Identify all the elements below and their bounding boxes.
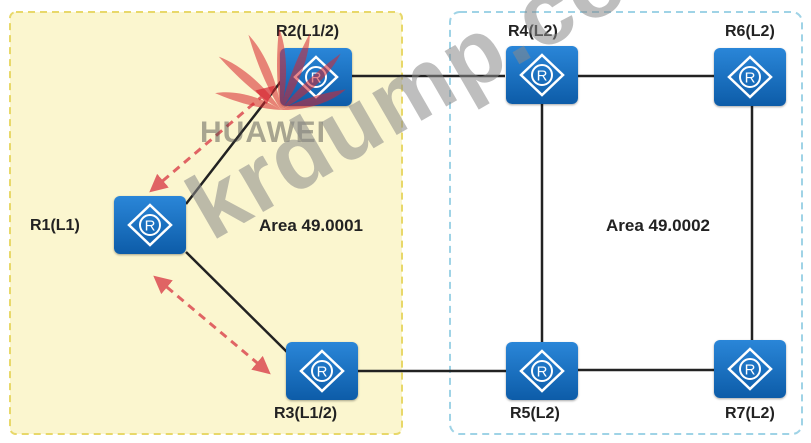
router-r2: R	[280, 48, 352, 106]
router-label-r3: R3(L1/2)	[274, 405, 338, 422]
area-label-49-0002: Area 49.0002	[606, 216, 710, 235]
adjacency-arrow-r1-r3	[153, 275, 271, 375]
router-icon: R	[127, 203, 173, 247]
router-icon: R	[519, 349, 565, 393]
router-icon: R	[299, 349, 345, 393]
area-49-0001-region	[9, 11, 403, 435]
area-label-49-0001: Area 49.0001	[259, 216, 363, 235]
router-icon-letter: R	[745, 70, 756, 87]
router-r3: R	[286, 342, 358, 400]
area-49-0002-region	[449, 11, 803, 435]
router-icon: R	[519, 53, 565, 97]
router-r4: R	[506, 46, 578, 104]
router-icon: R	[727, 55, 773, 99]
router-icon-letter: R	[745, 362, 756, 379]
router-label-r2: R2(L1/2)	[276, 23, 340, 40]
router-icon-letter: R	[537, 364, 548, 381]
router-r7: R	[714, 340, 786, 398]
router-r1: R	[114, 196, 186, 254]
router-icon-letter: R	[317, 364, 328, 381]
router-label-r1: R1(L1)	[30, 217, 80, 234]
router-icon-letter: R	[311, 70, 322, 87]
router-icon-letter: R	[145, 218, 156, 235]
router-label-r6: R6(L2)	[725, 23, 775, 40]
router-icon: R	[293, 55, 339, 99]
router-icon: R	[727, 347, 773, 391]
router-label-r4: R4(L2)	[508, 23, 558, 40]
router-label-r7: R7(L2)	[725, 405, 775, 422]
router-r6: R	[714, 48, 786, 106]
router-icon-letter: R	[537, 68, 548, 85]
router-label-r5: R5(L2)	[510, 405, 560, 422]
router-r5: R	[506, 342, 578, 400]
